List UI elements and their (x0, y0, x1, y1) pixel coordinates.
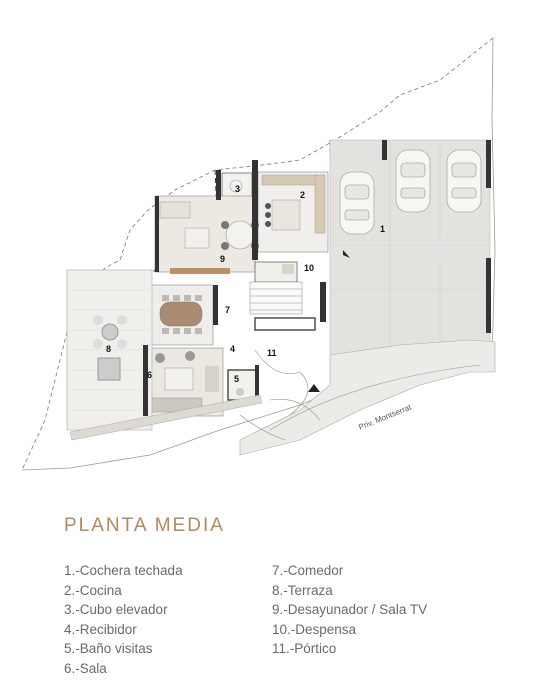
room-number: 5 (234, 374, 239, 384)
page-title: PLANTA MEDIA (64, 515, 225, 536)
legend-item: 7.-Comedor (272, 563, 344, 578)
legend-item: 9.-Desayunador / Sala TV (272, 602, 428, 618)
room-number: 8 (106, 344, 111, 354)
north-arrow-icon (308, 384, 320, 392)
bathroom (227, 369, 259, 401)
floor-plan: Priv. Montserrat (21, 37, 496, 471)
legend-item: 1.-Cochera techada (64, 563, 183, 578)
room-number: 3 (235, 184, 240, 194)
room-number: 6 (147, 370, 152, 380)
stairs (249, 281, 303, 315)
room-number: 2 (300, 190, 305, 200)
legend-item: 10.-Despensa (272, 621, 357, 637)
legend-left: 1.-Cochera techada 2.-Cocina 3.-Cubo ele… (64, 561, 183, 679)
legend-item: 2.-Cocina (64, 582, 122, 598)
legend-item: 5.-Baño visitas (64, 641, 153, 657)
car-icon (339, 171, 375, 235)
legend-item: 8.-Terraza (272, 582, 333, 598)
north-arrow-icon (343, 250, 350, 258)
legend-right: 7.-Comedor 8.-Terraza 9.-Desayunador / S… (272, 561, 427, 659)
legend-item: 4.-Recibidor (64, 621, 137, 637)
legend-item: 3.-Cubo elevador (64, 602, 168, 618)
room-number: 10 (304, 263, 314, 273)
car-icon (446, 149, 482, 213)
legend-item: 11.-Pórtico (272, 641, 337, 657)
room-number: 11 (267, 348, 277, 358)
room-number: 4 (230, 344, 235, 354)
room-number: 7 (225, 305, 230, 315)
room-number: 9 (220, 254, 225, 264)
car-icon (395, 149, 431, 213)
legend-item: 6.-Sala (64, 660, 107, 676)
room-number: 1 (380, 224, 385, 234)
